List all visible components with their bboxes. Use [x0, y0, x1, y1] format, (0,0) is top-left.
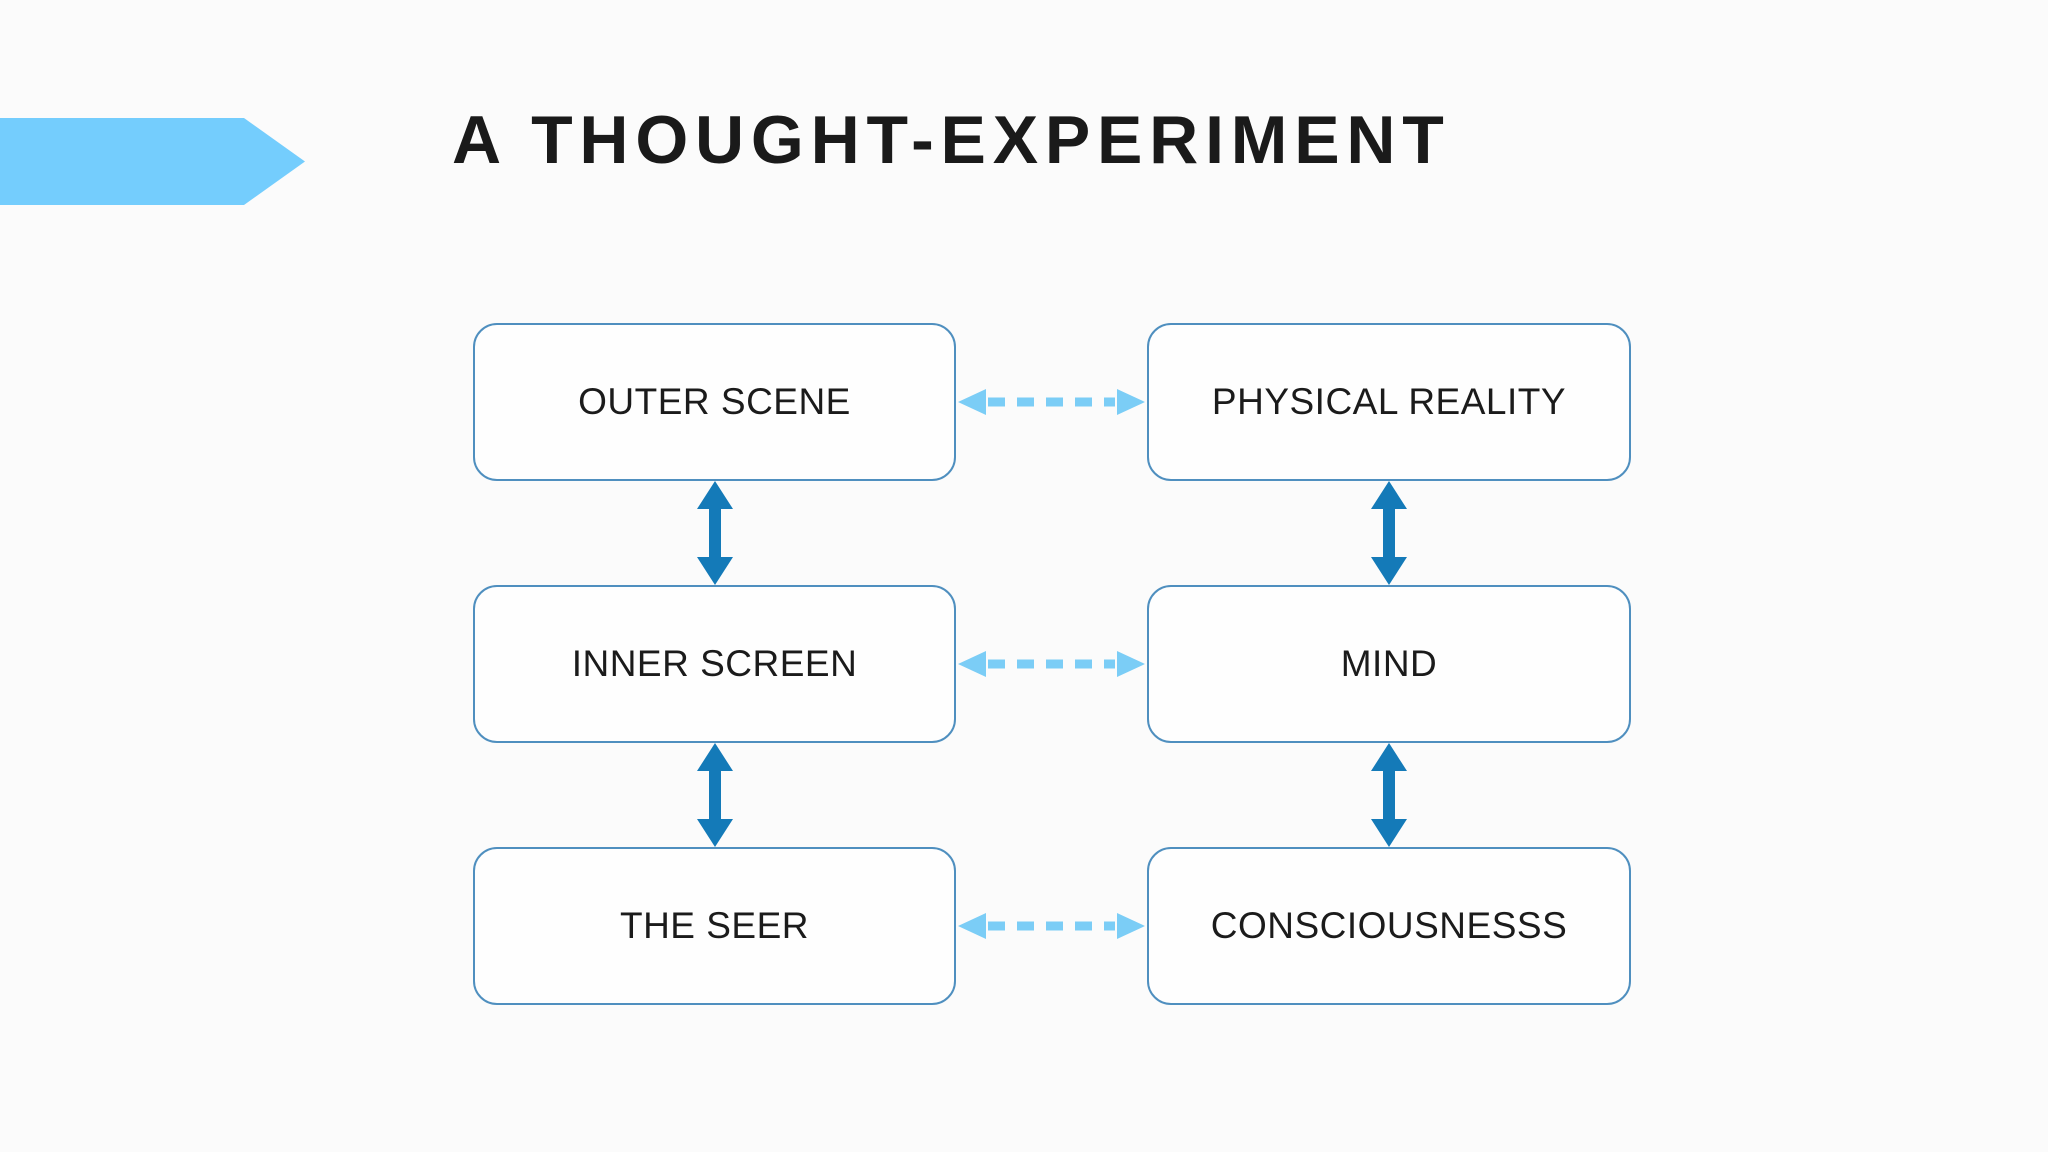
box-consciousnesss-label: CONSCIOUSNESSS: [1210, 905, 1568, 946]
slide-title: A THOUGHT-EXPERIMENT: [452, 102, 1451, 178]
box-physical-reality: PHYSICAL REALITY: [1147, 323, 1631, 481]
box-mind-label: MIND: [1340, 643, 1438, 684]
box-mind: MIND: [1147, 585, 1631, 743]
box-consciousnesss: CONSCIOUSNESSS: [1147, 847, 1631, 1005]
banner-arrow-icon: [0, 118, 305, 205]
box-inner-screen-label: INNER SCREEN: [571, 643, 858, 684]
dashed-double-arrow-horizontal-icon: [958, 651, 1145, 677]
box-outer-scene-label: OUTER SCENE: [578, 381, 851, 422]
box-the-seer: THE SEER: [473, 847, 956, 1005]
solid-double-arrow-vertical-icon: [697, 481, 733, 585]
solid-double-arrow-vertical-icon: [1371, 743, 1407, 847]
dashed-double-arrow-horizontal-icon: [958, 913, 1145, 939]
solid-double-arrow-vertical-icon: [1371, 481, 1407, 585]
solid-double-arrow-vertical-icon: [697, 743, 733, 847]
box-outer-scene: OUTER SCENE: [473, 323, 956, 481]
dashed-double-arrow-horizontal-icon: [958, 389, 1145, 415]
box-inner-screen: INNER SCREEN: [473, 585, 956, 743]
box-the-seer-label: THE SEER: [619, 905, 810, 946]
box-physical-reality-label: PHYSICAL REALITY: [1211, 381, 1567, 422]
